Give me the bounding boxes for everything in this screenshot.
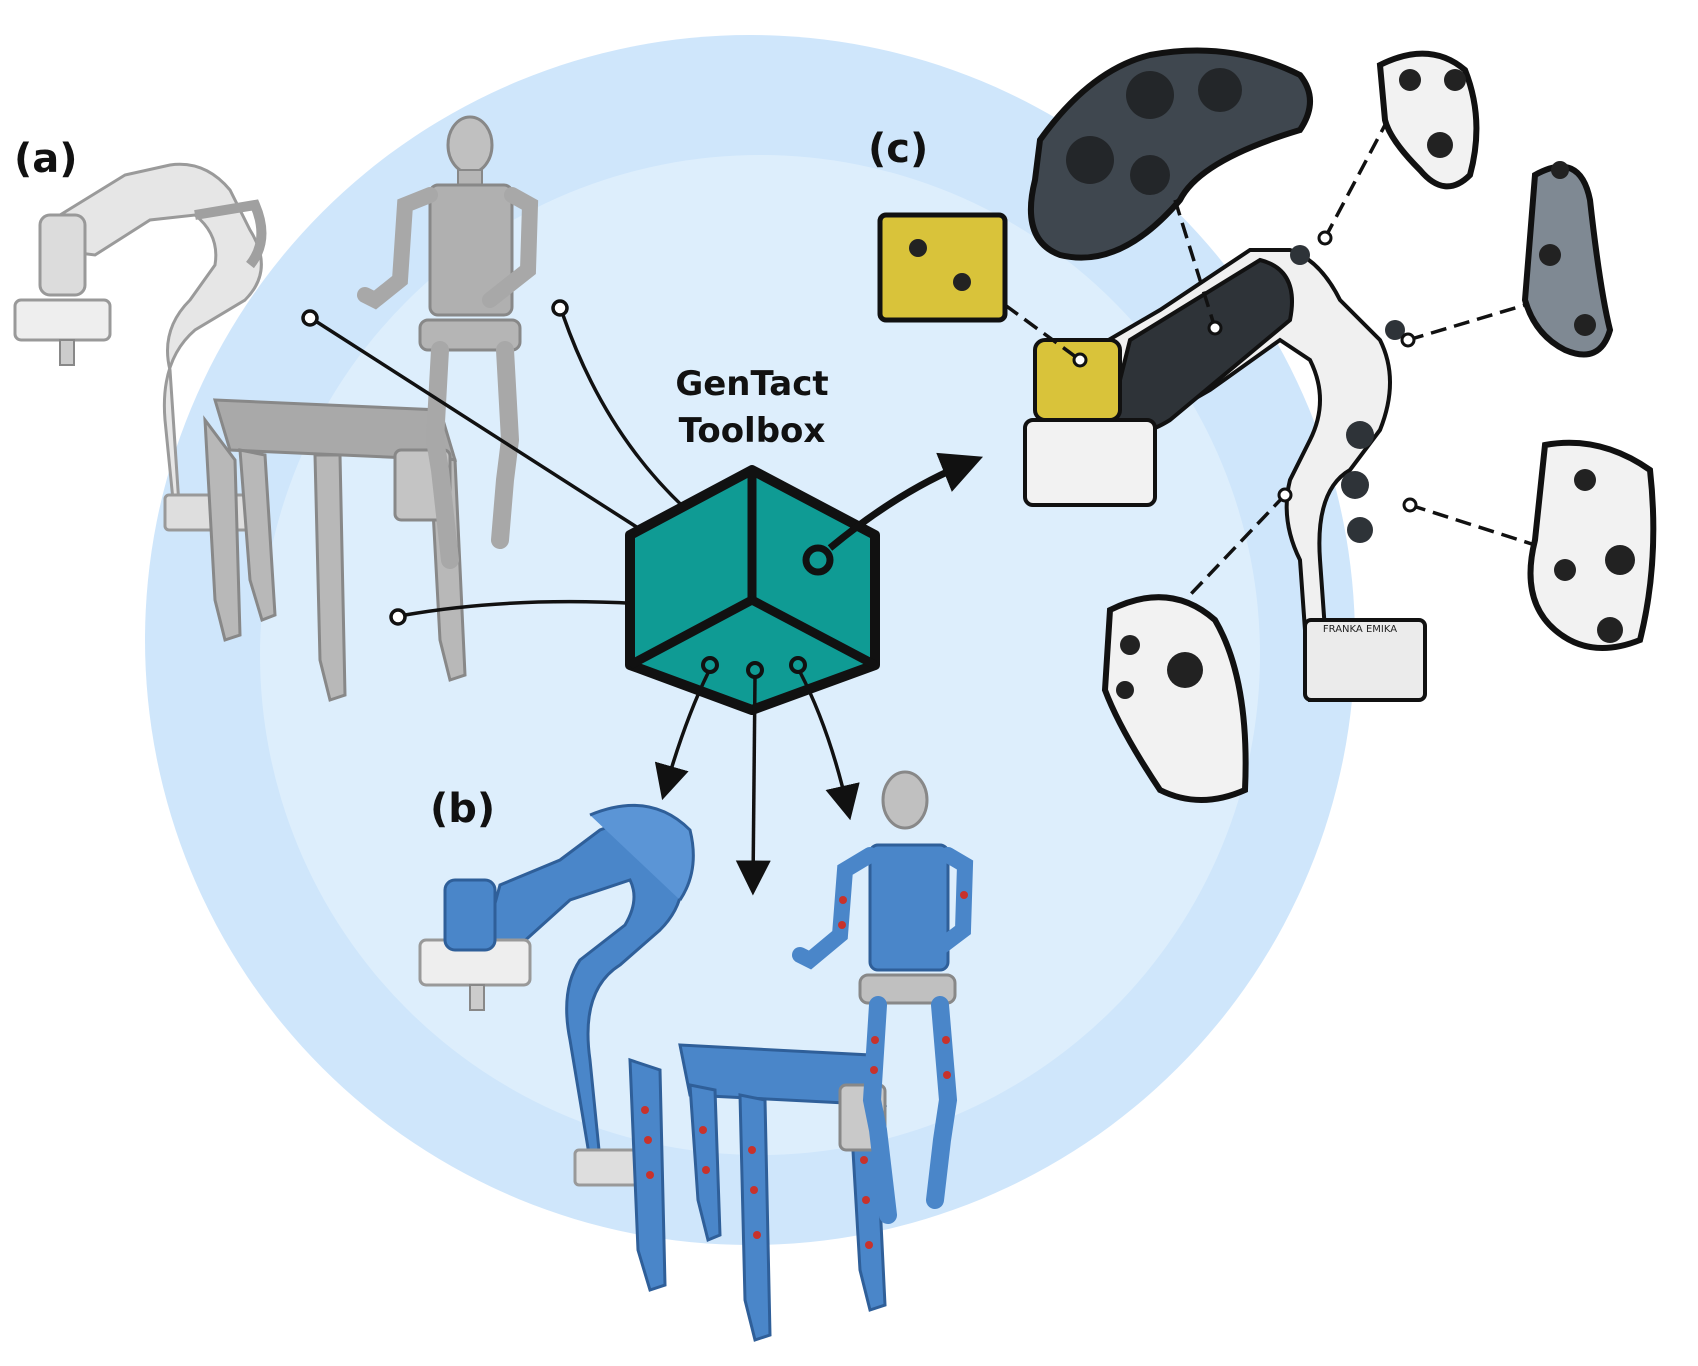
panel-label-c: (c)	[868, 126, 928, 172]
leader-line-anchors	[1072, 230, 1418, 513]
brand-label: FRANKA EMIKA	[1323, 624, 1397, 635]
leader-lines	[1003, 124, 1536, 597]
sensor-pad-icon	[877, 47, 1657, 803]
humanoid-skinned-icon	[792, 770, 974, 1224]
panel-label-a: (a)	[14, 136, 78, 182]
panel-label-b: (b)	[430, 786, 495, 832]
real-robot-arm-icon: FRANKA EMIKA	[1023, 245, 1427, 702]
robot-arm-icon	[13, 162, 267, 532]
cube-icon	[625, 465, 880, 715]
toolbox-title-line2: Toolbox	[679, 411, 826, 451]
robot-arm-skinned-icon	[418, 803, 695, 1187]
toolbox-title-line1: GenTact	[675, 364, 828, 404]
arrow-icon	[654, 452, 983, 896]
humanoid-icon	[357, 115, 539, 569]
